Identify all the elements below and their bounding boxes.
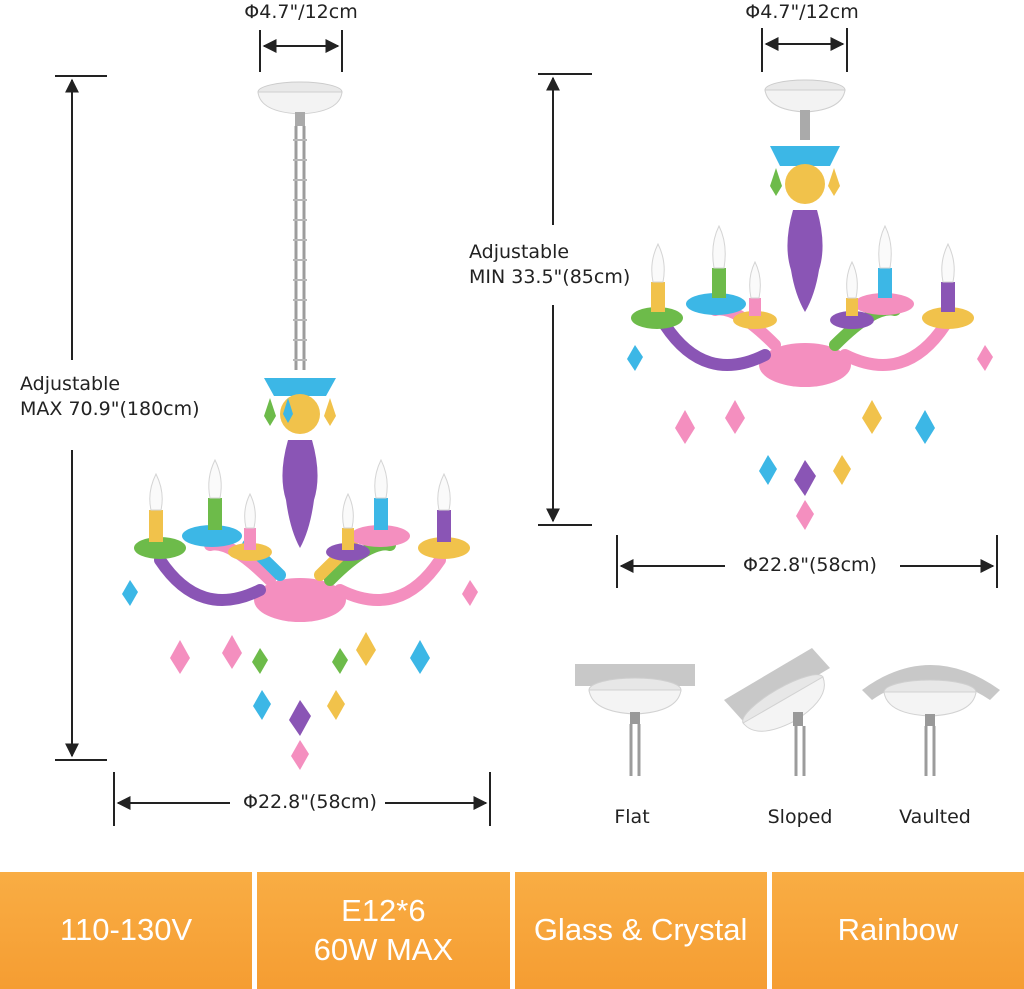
spec-bulb-wattage: 60W MAX [313,931,454,967]
spec-bulb-type: E12*6 [341,892,426,928]
ceiling-type-vaulted: Vaulted [899,806,971,828]
left-chandelier [122,81,478,770]
sloped-ceiling-icon [724,648,830,776]
left-width-dimension: Φ22.8"(58cm) [243,791,377,813]
product-illustration [55,28,1000,826]
flat-ceiling-icon [575,664,695,776]
spec-color-text: Rainbow [837,912,959,948]
spec-bar: 110-130V E12*6 60W MAX Glass & Crystal R… [0,872,1024,989]
right-height-label: Adjustable MIN 33.5"(85cm) [469,240,630,289]
spec-voltage-text: 110-130V [60,912,193,948]
spec-color: Rainbow [771,872,1024,989]
right-width-dimension: Φ22.8"(58cm) [743,554,877,576]
right-height-dimension-line [538,73,592,526]
left-height-dimension-line [55,75,107,761]
right-canopy-dimension-line [761,28,848,72]
ceiling-type-sloped: Sloped [767,806,833,828]
spec-material-text: Glass & Crystal [533,912,748,948]
left-height-value: MAX 70.9"(180cm) [20,397,200,420]
ceiling-type-flat: Flat [614,806,650,828]
spec-bulb: E12*6 60W MAX [257,872,510,989]
right-canopy-dimension: Φ4.7"/12cm [745,1,859,23]
spec-material: Glass & Crystal [514,872,767,989]
left-canopy-dimension: Φ4.7"/12cm [244,1,358,23]
left-height-label: Adjustable MAX 70.9"(180cm) [20,372,200,421]
right-height-label-line1: Adjustable [469,241,570,263]
left-canopy-dimension-line [259,30,343,72]
right-chandelier [627,79,993,530]
left-width-dimension-line [113,772,491,826]
vaulted-ceiling-icon [862,665,1000,776]
right-width-dimension-line [616,535,998,588]
spec-voltage: 110-130V [0,872,253,989]
left-height-label-line1: Adjustable [20,373,121,395]
right-height-value: MIN 33.5"(85cm) [469,265,631,288]
